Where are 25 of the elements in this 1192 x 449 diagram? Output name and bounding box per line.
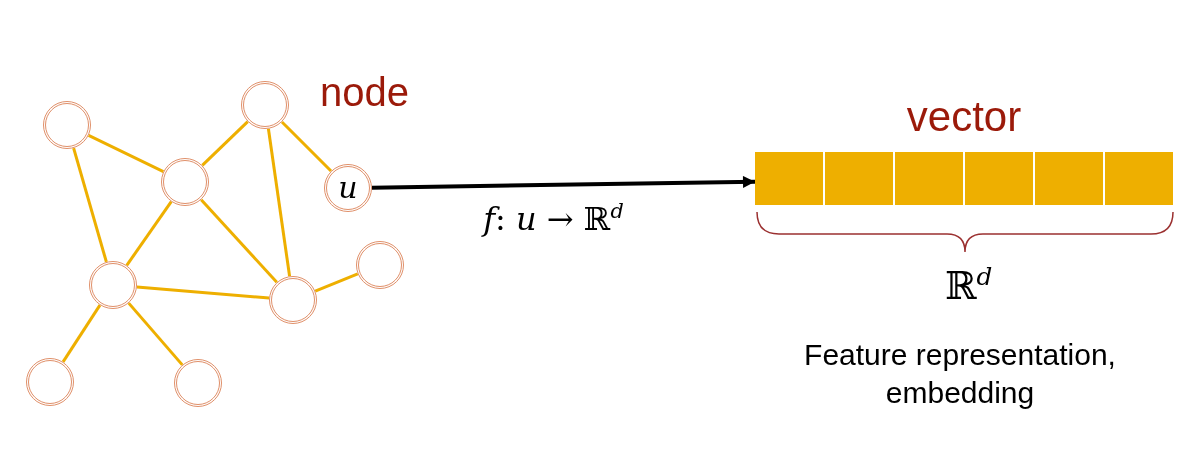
- graph-node-circle: [161, 158, 209, 206]
- arrow: [371, 175, 756, 190]
- graph-edge: [125, 200, 173, 267]
- graph-edge: [280, 120, 333, 173]
- graph-edge: [136, 285, 270, 300]
- graph-edge: [266, 128, 292, 277]
- graph-edge: [61, 304, 102, 363]
- graph-edge: [200, 198, 278, 284]
- graph-edge: [201, 120, 249, 167]
- graph-edge: [127, 302, 184, 366]
- graph-node-circle: u: [324, 164, 372, 212]
- graph-node-circle: [89, 261, 137, 309]
- math-label: ℝ$^{d}$: [945, 262, 993, 308]
- graph-edge: [87, 134, 165, 173]
- graph-edge: [314, 272, 359, 293]
- graph-node-circle: [241, 81, 289, 129]
- graph-node-circle: [26, 358, 74, 406]
- caption-text: Feature representation, embedding: [803, 337, 1117, 411]
- graph-edge: [72, 147, 108, 263]
- graph-node-circle: [269, 276, 317, 324]
- graph-node-circle: [43, 101, 91, 149]
- graph-node-circle: [356, 241, 404, 289]
- graph-node-circle: [174, 359, 222, 407]
- vector-heading: vector: [905, 92, 1023, 142]
- node-label: node: [320, 70, 409, 115]
